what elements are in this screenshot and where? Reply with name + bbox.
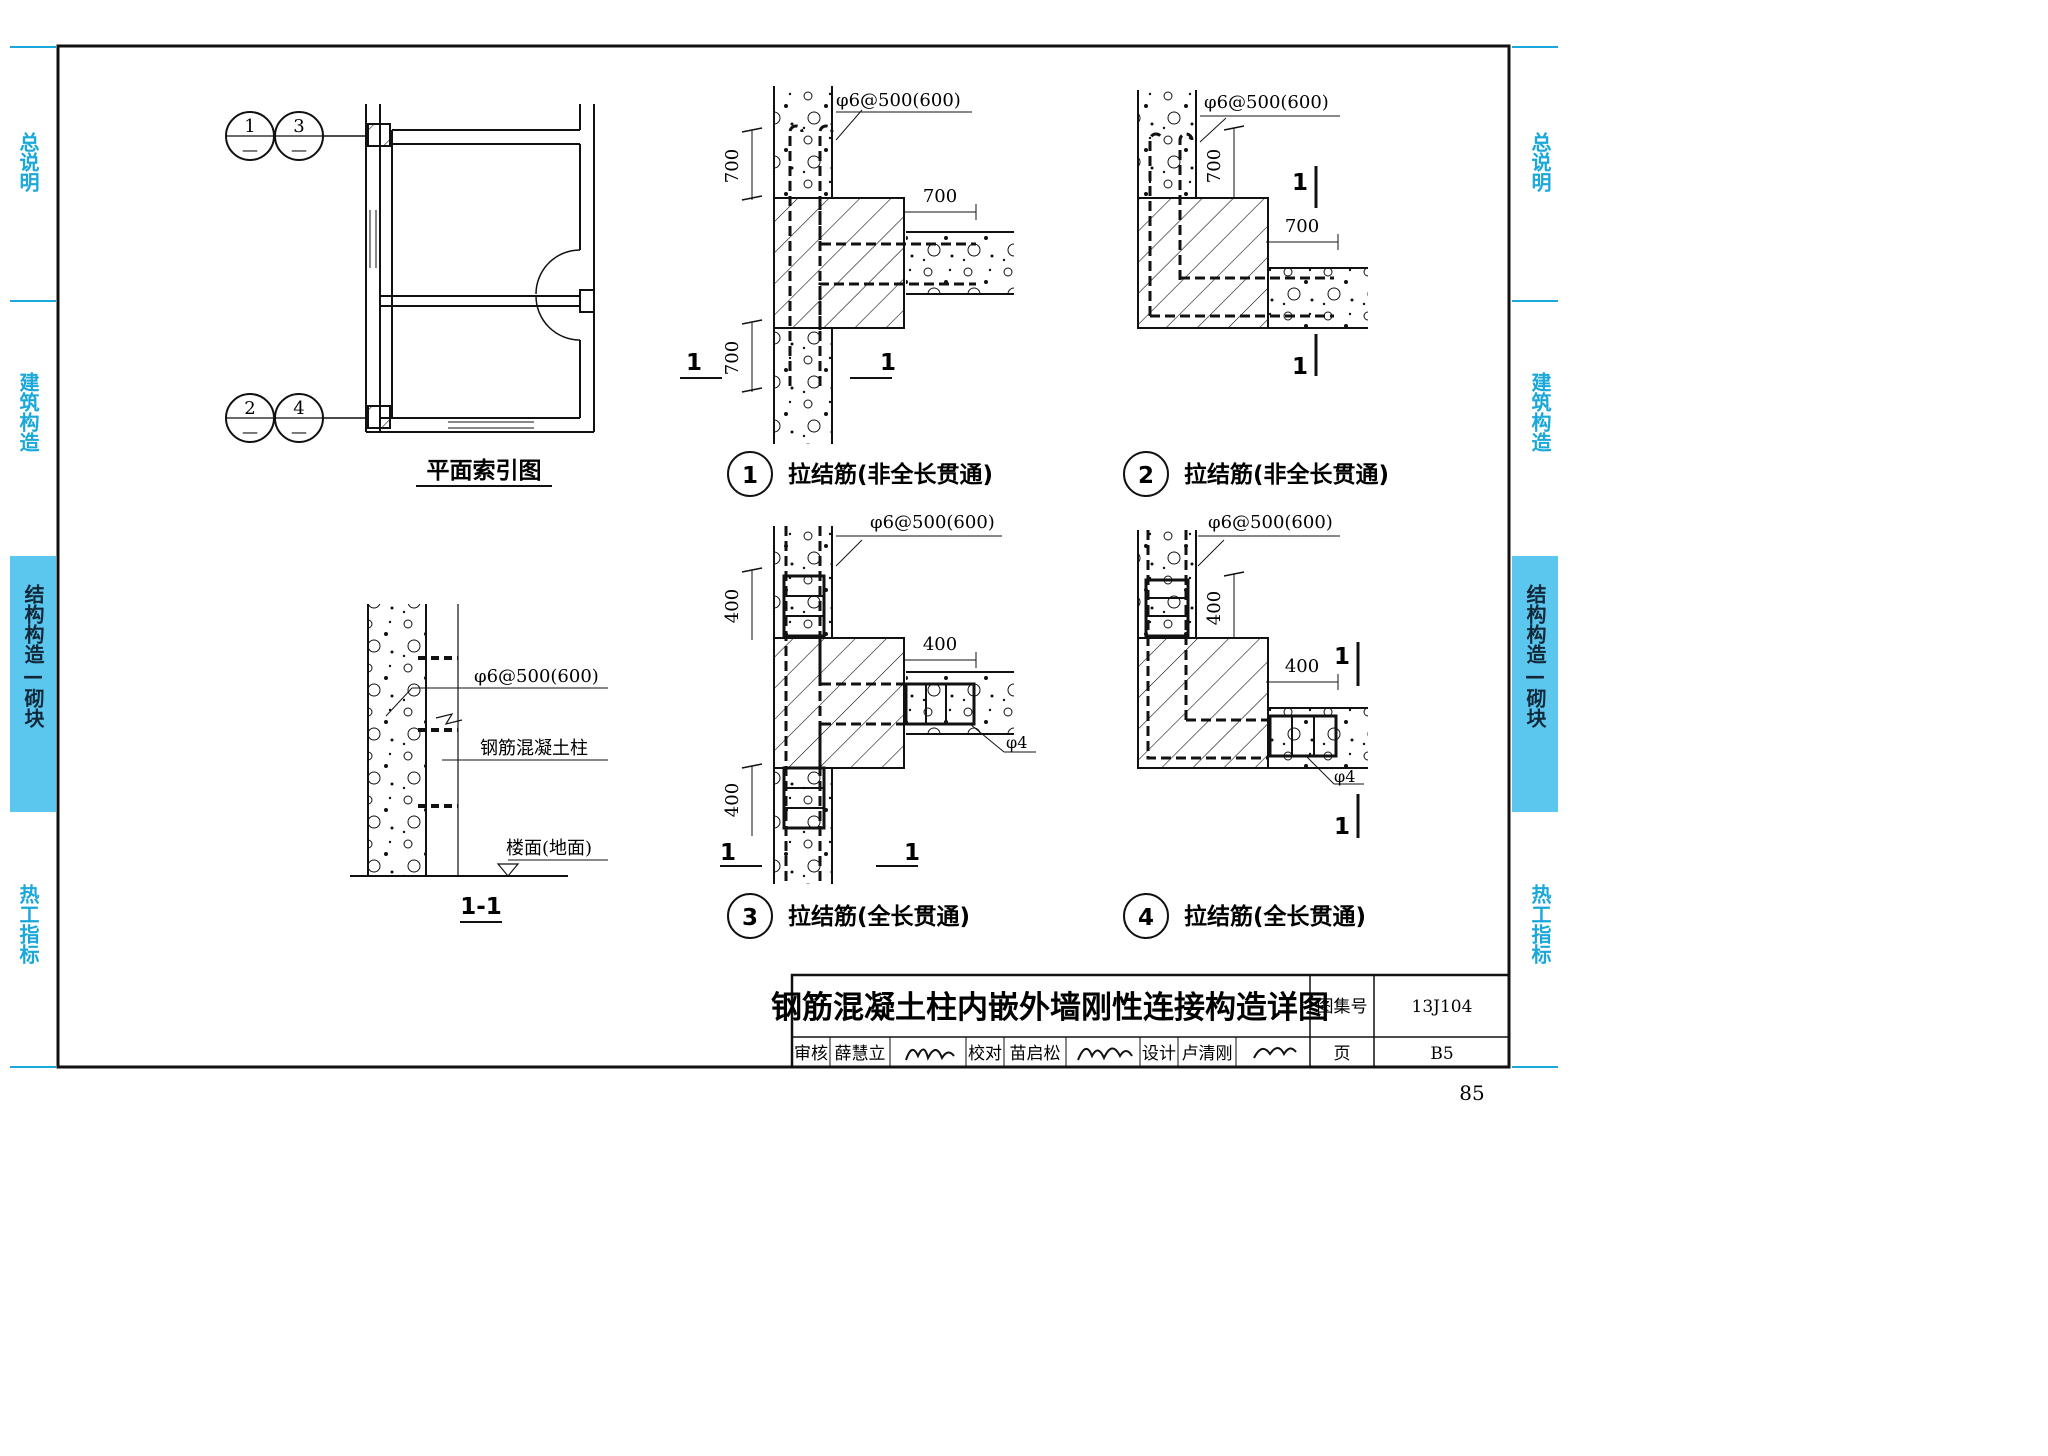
detail-3-dim: 400 bbox=[722, 783, 743, 817]
detail-2-number: 2 bbox=[1138, 463, 1154, 489]
title-block bbox=[790, 973, 1511, 1069]
detail-3-drawing bbox=[720, 526, 1036, 939]
review-label: 审核 bbox=[794, 1044, 828, 1064]
section-floor-label: 楼面(地面) bbox=[506, 838, 592, 859]
signature-checker bbox=[1077, 1047, 1133, 1061]
drawing-sheet: 1 3 2 4 — — — — 平面索引图 φ6@500(600) 钢筋混凝土柱… bbox=[56, 44, 1511, 1105]
detail-2-rebar-label: φ6@500(600) bbox=[1204, 92, 1329, 113]
design-label: 设计 bbox=[1142, 1044, 1176, 1064]
right-tab-structure[interactable]: 结构构造—砌块 bbox=[1512, 556, 1558, 812]
atlas-number: 13J104 bbox=[1412, 997, 1473, 1017]
detail-4-tie-label: φ4 bbox=[1334, 767, 1355, 786]
right-tab-structure-label: 结构构造—砌块 bbox=[1523, 584, 1547, 728]
left-tab-structure-label: 结构构造—砌块 bbox=[21, 584, 45, 728]
detail-4-dim: 400 bbox=[1285, 656, 1319, 677]
detail-1-dim: 700 bbox=[722, 149, 743, 183]
plan-marker-3: 3 bbox=[293, 116, 304, 137]
left-separator bbox=[10, 46, 56, 48]
plan-marker-2: 2 bbox=[244, 398, 255, 419]
detail-1-cut-label: 1 bbox=[686, 350, 702, 376]
left-tab-construction-label: 建筑构造 bbox=[16, 372, 40, 452]
right-tab-general[interactable]: 总说明 bbox=[1520, 132, 1560, 192]
detail-4-caption: 拉结筋(全长贯通) bbox=[1184, 903, 1366, 930]
left-separator bbox=[10, 1066, 56, 1068]
plan-marker-sub: — bbox=[291, 140, 307, 159]
title-block-title: 钢筋混凝土柱内嵌外墙刚性连接构造详图 bbox=[771, 990, 1329, 1026]
right-separator bbox=[1512, 1066, 1558, 1068]
designer-name: 卢清刚 bbox=[1182, 1044, 1233, 1064]
check-label: 校对 bbox=[968, 1044, 1002, 1064]
plan-marker-sub: — bbox=[242, 422, 258, 441]
right-tab-construction[interactable]: 建筑构造 bbox=[1520, 372, 1560, 452]
plan-marker-sub: — bbox=[242, 140, 258, 159]
detail-2-cut-label: 1 bbox=[1292, 354, 1308, 380]
detail-3-rebar-label: φ6@500(600) bbox=[870, 512, 995, 533]
section-title: 1-1 bbox=[460, 894, 502, 920]
plan-marker-sub: — bbox=[291, 422, 307, 441]
right-tab-general-label: 总说明 bbox=[1528, 132, 1552, 192]
left-tab-general-label: 总说明 bbox=[16, 132, 40, 192]
page-code: B5 bbox=[1430, 1044, 1453, 1064]
detail-4-number: 4 bbox=[1138, 905, 1154, 931]
detail-1-cut-label: 1 bbox=[880, 350, 896, 376]
detail-3-cut-label: 1 bbox=[720, 840, 736, 866]
detail-4-drawing bbox=[1123, 530, 1368, 939]
detail-2-caption: 拉结筋(非全长贯通) bbox=[1184, 461, 1389, 488]
detail-3-dim: 400 bbox=[722, 589, 743, 623]
page-number: 85 bbox=[1459, 1081, 1484, 1105]
checker-name: 苗启松 bbox=[1010, 1044, 1061, 1064]
signature-reviewer bbox=[905, 1048, 955, 1061]
detail-4-dim: 400 bbox=[1204, 591, 1225, 625]
right-separator bbox=[1512, 46, 1558, 48]
detail-4-rebar-label: φ6@500(600) bbox=[1208, 512, 1333, 533]
detail-1-number: 1 bbox=[742, 463, 758, 489]
sheet-frame bbox=[56, 44, 1511, 1069]
detail-1-dim: 700 bbox=[923, 186, 957, 207]
plan-marker-4: 4 bbox=[293, 398, 304, 419]
left-separator bbox=[10, 300, 56, 302]
page-label: 页 bbox=[1334, 1044, 1351, 1064]
detail-2-cut-label: 1 bbox=[1292, 170, 1308, 196]
detail-1-caption: 拉结筋(非全长贯通) bbox=[788, 461, 993, 488]
detail-1-dim: 700 bbox=[722, 341, 743, 375]
detail-2-dim: 700 bbox=[1204, 149, 1225, 183]
left-tab-construction[interactable]: 建筑构造 bbox=[8, 372, 48, 452]
signature-designer bbox=[1253, 1047, 1297, 1059]
plan-index-drawing bbox=[225, 104, 595, 487]
plan-marker-1: 1 bbox=[244, 116, 255, 137]
left-tab-general[interactable]: 总说明 bbox=[8, 132, 48, 192]
left-tab-thermal[interactable]: 热工指标 bbox=[8, 884, 48, 964]
plan-title: 平面索引图 bbox=[427, 458, 542, 484]
right-tab-thermal[interactable]: 热工指标 bbox=[1520, 884, 1560, 964]
detail-1-rebar-label: φ6@500(600) bbox=[836, 90, 961, 111]
right-tab-thermal-label: 热工指标 bbox=[1528, 884, 1552, 964]
detail-4-cut-label: 1 bbox=[1334, 814, 1350, 840]
detail-3-cut-label: 1 bbox=[904, 840, 920, 866]
section-column-label: 钢筋混凝土柱 bbox=[480, 738, 588, 759]
detail-3-tie-label: φ4 bbox=[1006, 733, 1027, 752]
detail-4-cut-label: 1 bbox=[1334, 644, 1350, 670]
right-separator bbox=[1512, 300, 1558, 302]
section-rebar-label: φ6@500(600) bbox=[474, 666, 599, 687]
detail-2-dim: 700 bbox=[1285, 216, 1319, 237]
detail-2-drawing bbox=[1123, 90, 1368, 497]
reviewer-name: 薛慧立 bbox=[835, 1044, 886, 1064]
section-1-1-drawing bbox=[350, 604, 608, 923]
detail-3-caption: 拉结筋(全长贯通) bbox=[788, 903, 970, 930]
right-tab-construction-label: 建筑构造 bbox=[1528, 372, 1552, 452]
detail-3-dim: 400 bbox=[923, 634, 957, 655]
detail-3-number: 3 bbox=[742, 905, 758, 931]
atlas-label: 图集号 bbox=[1317, 997, 1368, 1017]
left-tab-structure[interactable]: 结构构造—砌块 bbox=[10, 556, 56, 812]
detail-1-drawing bbox=[680, 86, 1014, 497]
left-tab-thermal-label: 热工指标 bbox=[16, 884, 40, 964]
